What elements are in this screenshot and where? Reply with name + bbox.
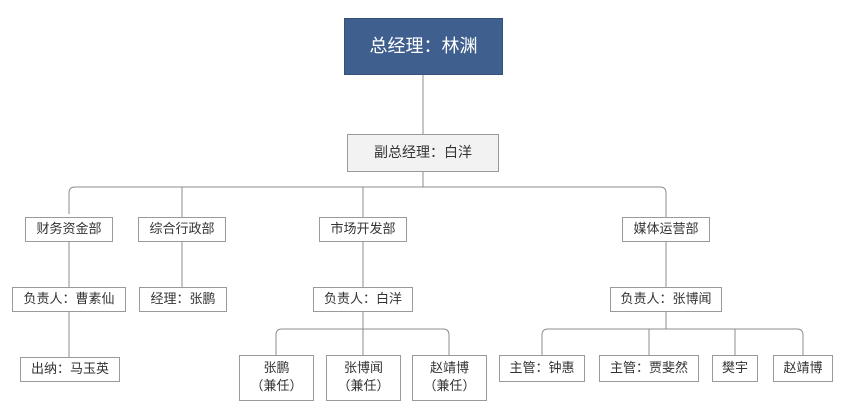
media-head: 负责人：张博闻 [610, 287, 722, 312]
dept-market: 市场开发部 [319, 217, 407, 242]
finance-head: 负责人：曹素仙 [12, 287, 126, 312]
ceo-box: 总经理：林渊 [344, 18, 503, 75]
deputy-box: 副总经理：白洋 [347, 134, 499, 172]
dept-media: 媒体运营部 [622, 217, 710, 242]
market-member-3-name: 赵靖博 [429, 361, 469, 376]
connector-media-members [541, 328, 804, 355]
market-member-2-note: （兼任） [337, 379, 390, 394]
market-member-2: 张博闻 （兼任） [326, 355, 401, 401]
media-member-3: 樊宇 [712, 355, 758, 382]
connector-dept-bus [68, 186, 667, 217]
dept-finance: 财务资金部 [25, 217, 113, 242]
market-member-1: 张鹏 （兼任） [239, 355, 314, 401]
media-member-2: 主管：贾斐然 [599, 355, 699, 382]
dept-admin: 综合行政部 [138, 217, 226, 242]
market-member-1-name: 张鹏 [263, 361, 290, 376]
market-member-2-name: 张博闻 [343, 361, 383, 376]
admin-head: 经理：张鹏 [139, 287, 227, 312]
media-member-1: 主管：钟惠 [499, 355, 585, 382]
market-member-3-note: （兼任） [423, 379, 476, 394]
market-member-3: 赵靖博 （兼任） [412, 355, 487, 401]
finance-member: 出纳：马玉英 [20, 357, 120, 382]
market-member-1-note: （兼任） [250, 379, 303, 394]
market-head: 负责人：白洋 [313, 287, 413, 312]
media-member-4: 赵靖博 [773, 355, 833, 382]
